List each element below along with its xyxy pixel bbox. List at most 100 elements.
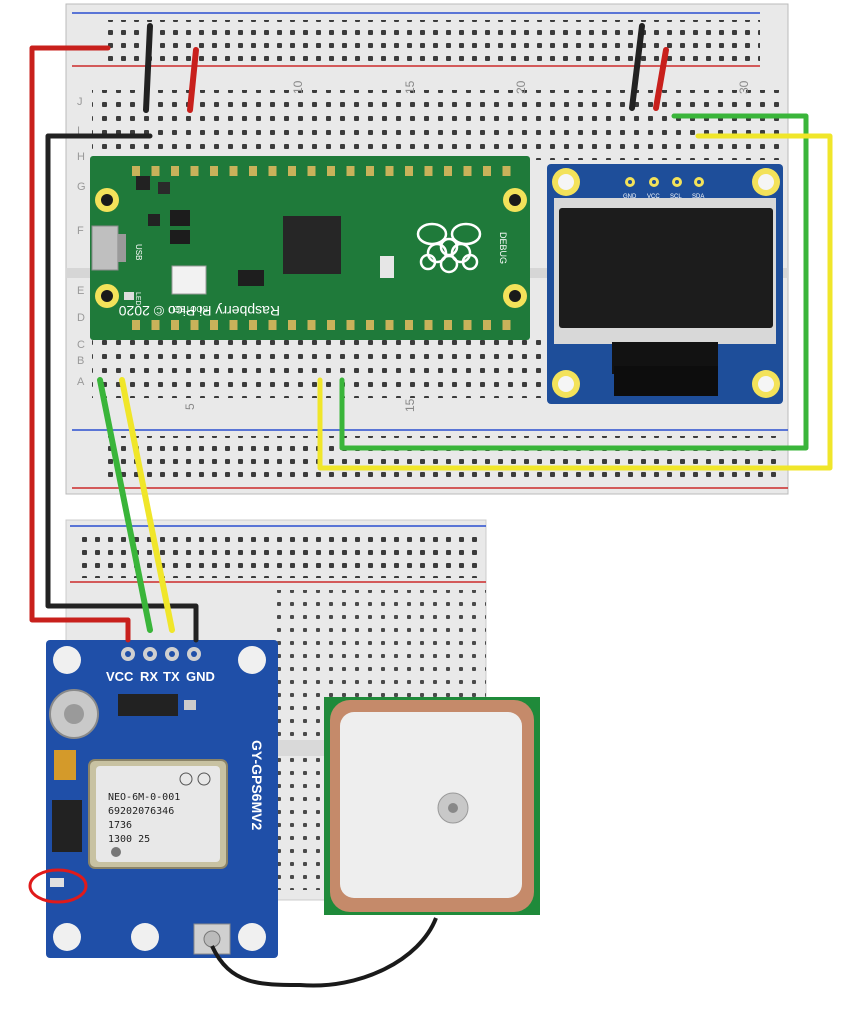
- wire-red-jumper: [653, 47, 669, 111]
- pico-pin-pad: [424, 166, 433, 176]
- pico-pin-pad: [249, 320, 257, 330]
- pico-pin-pad: [132, 166, 140, 176]
- wire-black-jumper: [629, 23, 645, 111]
- oled-pin-label: SDA: [692, 194, 704, 200]
- usb-label: USB: [134, 244, 143, 260]
- wire-red-jumper: [187, 47, 199, 113]
- usb-connector: [91, 225, 119, 271]
- oled-pin-label: VCC: [647, 194, 660, 200]
- pico-pin-pad: [463, 166, 472, 176]
- pico-pin-pad: [268, 166, 277, 176]
- gps-chip-line: 1300 25: [108, 834, 150, 845]
- raspberry-logo-icon: [416, 222, 482, 274]
- pico-pin-pad: [171, 320, 179, 330]
- pico-pin-pad: [268, 320, 277, 330]
- pico-pin-pad: [288, 166, 296, 176]
- row-letter: H: [77, 151, 85, 163]
- gps-board-name: GY-GPS6MV2: [249, 740, 265, 830]
- pico-pin-pad: [327, 166, 335, 176]
- debug-label: DEBUG: [498, 232, 508, 264]
- oled-display: GND VCC SCL SDA: [547, 164, 783, 404]
- wire-green-oled: [339, 113, 809, 451]
- led-highlight-circle: [28, 868, 88, 904]
- pico-pin-pad: [249, 166, 257, 176]
- wire-yellow-gps: [119, 377, 175, 633]
- gps-antenna: [324, 697, 540, 915]
- pico-pin-pad: [151, 166, 160, 176]
- pico-board: Raspberry Pi Pico © 2020 BOOTSEL USB LED…: [90, 156, 530, 340]
- pico-pin-pad: [502, 166, 511, 176]
- wire-yellow-oled: [317, 133, 833, 471]
- row-letter: I: [77, 125, 80, 137]
- pico-pin-pad: [151, 320, 160, 330]
- gps-chip-line: 69202076346: [108, 806, 174, 817]
- row-letter: F: [77, 225, 84, 237]
- pico-pin-pad: [385, 166, 394, 176]
- pico-pin-pad: [444, 166, 452, 176]
- pico-pin-pad: [229, 166, 238, 176]
- row-letter: G: [77, 181, 86, 193]
- oled-pin-label: SCL: [670, 194, 682, 200]
- pico-pin-pad: [229, 320, 238, 330]
- pico-pin-pad: [366, 166, 374, 176]
- pico-pin-pad: [327, 320, 335, 330]
- oled-screen: [559, 208, 773, 328]
- row-letter: J: [77, 96, 83, 108]
- pico-pin-pad: [307, 166, 316, 176]
- pico-pin-pad: [385, 320, 394, 330]
- pico-pins-bottom-pads: [132, 320, 511, 330]
- pico-pin-pad: [424, 320, 433, 330]
- pico-pin-pad: [463, 320, 472, 330]
- pico-pin-pad: [210, 166, 218, 176]
- pico-pin-pad: [210, 320, 218, 330]
- wire-black-gps-gnd: [45, 133, 199, 643]
- wires: [29, 23, 833, 643]
- row-letter: D: [77, 312, 85, 324]
- row-letter: E: [77, 285, 84, 297]
- wire-black-jumper: [143, 23, 153, 113]
- pico-pins-top-pads: [132, 166, 511, 176]
- gps-chip-line: NEO-6M-0-001: [108, 792, 180, 803]
- gps-pin-headers: [121, 647, 201, 661]
- pico-pin-pad: [171, 166, 179, 176]
- pico-pin-pad: [346, 166, 355, 176]
- pico-pin-pad: [132, 320, 140, 330]
- pico-pin-pad: [444, 320, 452, 330]
- pico-brand-text: Raspberry Pi Pico © 2020: [119, 303, 280, 319]
- pico-pin-pad: [405, 166, 413, 176]
- wire-green-gps: [97, 377, 153, 633]
- column-number: 5: [183, 403, 197, 410]
- pico-pin-pad: [483, 320, 491, 330]
- status-led: [50, 878, 64, 887]
- gps-pin-label: VCC: [106, 669, 134, 684]
- column-number: 15: [403, 80, 417, 94]
- wire-red-gps-vcc: [29, 45, 131, 643]
- pico-pin-pad: [346, 320, 355, 330]
- antenna-cable: [210, 917, 438, 988]
- bootsel-label: BOOTSEL: [170, 304, 208, 313]
- pico-pin-pad: [190, 320, 199, 330]
- bootsel-button: [171, 265, 207, 295]
- column-number: 30: [737, 80, 751, 94]
- oled-pin-label: GND: [623, 194, 637, 200]
- gps-pin-label: GND: [186, 669, 215, 684]
- gps-pin-label: RX: [140, 669, 158, 684]
- pico-pin-pad: [483, 166, 491, 176]
- pico-pin-pad: [190, 166, 199, 176]
- pico-pin-pad: [366, 320, 374, 330]
- pico-pin-pad: [502, 320, 511, 330]
- led-label: LED: [134, 292, 141, 306]
- row-letter: C: [77, 339, 85, 351]
- row-letter: A: [77, 376, 85, 388]
- gps-pin-label: TX: [163, 669, 180, 684]
- rp2040-chip: [283, 216, 341, 274]
- pico-pin-pad: [288, 320, 296, 330]
- gps-module: VCC RX TX GND NEO-6M-0-001 69202076346 1…: [28, 640, 278, 958]
- pico-pin-pad: [307, 320, 316, 330]
- gps-chip-line: 1736: [108, 820, 132, 831]
- column-number: 20: [514, 80, 528, 94]
- column-number: 10: [291, 80, 305, 94]
- pico-pin-pad: [405, 320, 413, 330]
- row-letter: B: [77, 355, 84, 367]
